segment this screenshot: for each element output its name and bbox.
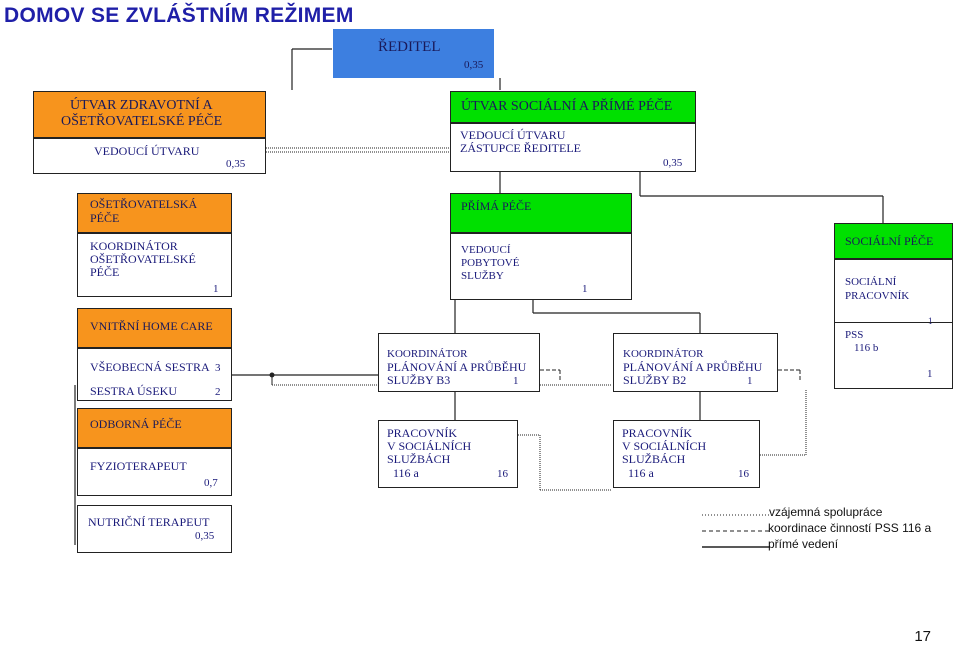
social-worker-1-box: PRACOVNÍK V SOCIÁLNÍCH SLUŽBÁCH 116 a 16 <box>378 420 518 488</box>
coordinator-b3-line2: PLÁNOVÁNÍ A PRŮBĚHU <box>387 360 527 374</box>
specialist-care-body: FYZIOTERAPEUT 0,7 <box>77 448 232 496</box>
legend-management: přímé vedení <box>768 537 839 551</box>
home-care-title: VNITŘNÍ HOME CARE <box>90 319 213 333</box>
direct-care-role-line2: POBYTOVÉ <box>461 257 520 269</box>
direct-care-role-line1: VEDOUCÍ <box>461 244 511 256</box>
legend-cooperation: vzájemná spolupráce <box>769 505 883 519</box>
social-care-role-line2: PRACOVNÍK <box>845 290 910 302</box>
social-worker-1-line3: SLUŽBÁCH <box>387 452 451 466</box>
specialist-care-title: ODBORNÁ PÉČE <box>90 417 182 431</box>
nursing-care-title-line1: OŠETŘOVATELSKÁ <box>90 197 198 211</box>
director-value: 0,35 <box>464 59 484 71</box>
coordinator-b3-line3: SLUŽBY B3 <box>387 373 451 387</box>
home-care-nurse: VŠEOBECNÁ SESTRA <box>90 360 210 374</box>
director-box: ŘEDITEL 0,35 <box>333 29 494 78</box>
director-label: ŘEDITEL <box>378 39 441 55</box>
coordinator-b2-value: 1 <box>747 375 753 387</box>
health-unit-value: 0,35 <box>226 158 246 170</box>
home-care-header: VNITŘNÍ HOME CARE <box>77 308 232 348</box>
social-unit-role1: VEDOUCÍ ÚTVARU <box>460 128 566 142</box>
specialist-care-header: ODBORNÁ PÉČE <box>77 408 232 448</box>
coordinator-b2-line1: KOORDINÁTOR <box>623 348 704 360</box>
nursing-care-role-line2: OŠETŘOVATELSKÉ <box>90 252 196 266</box>
coordinator-b2-line2: PLÁNOVÁNÍ A PRŮBĚHU <box>623 360 763 374</box>
direct-care-header: PŘÍMÁ PÉČE <box>450 193 632 233</box>
nursing-care-role-line1: KOORDINÁTOR <box>90 239 178 253</box>
coordinator-b2-line3: SLUŽBY B2 <box>623 373 687 387</box>
home-care-ward-value: 2 <box>215 386 221 398</box>
nursing-care-body: KOORDINÁTOR OŠETŘOVATELSKÉ PÉČE 1 <box>77 233 232 297</box>
social-worker-2-box: PRACOVNÍK V SOCIÁLNÍCH SLUŽBÁCH 116 a 16 <box>613 420 760 488</box>
page-number: 17 <box>914 628 931 645</box>
social-worker-2-line2: V SOCIÁLNÍCH <box>622 439 707 453</box>
social-care-value: 1 <box>928 316 933 326</box>
health-unit-header: ÚTVAR ZDRAVOTNÍ A OŠETŘOVATELSKÉ PÉČE <box>33 91 266 138</box>
social-unit-header: ÚTVAR SOCIÁLNÍ A PŘÍMÉ PÉČE <box>450 91 696 123</box>
nutrition-therapist-box: NUTRIČNÍ TERAPEUT 0,35 <box>77 505 232 553</box>
coordinator-b3-line1: KOORDINÁTOR <box>387 348 468 360</box>
direct-care-role-line3: SLUŽBY <box>461 270 504 282</box>
specialist-care-role: FYZIOTERAPEUT <box>90 459 187 473</box>
legend-coordination: koordinace činností PSS 116 a <box>768 521 932 535</box>
home-care-ward: SESTRA ÚSEKU <box>90 384 178 398</box>
social-worker-1-line1: PRACOVNÍK <box>387 426 458 440</box>
nursing-care-value: 1 <box>213 283 219 295</box>
social-care-header: SOCIÁLNÍ PÉČE <box>834 223 953 259</box>
direct-care-value: 1 <box>582 283 588 295</box>
page-title: DOMOV SE ZVLÁŠTNÍM REŽIMEM <box>4 4 354 27</box>
coordinator-b2-box: KOORDINÁTOR PLÁNOVÁNÍ A PRŮBĚHU SLUŽBY B… <box>613 333 778 392</box>
health-unit-body: VEDOUCÍ ÚTVARU 0,35 <box>33 138 266 174</box>
social-unit-body: VEDOUCÍ ÚTVARU ZÁSTUPCE ŘEDITELE 0,35 <box>450 123 696 172</box>
nutrition-therapist-value: 0,35 <box>195 530 215 542</box>
pss-code: 116 b <box>854 342 879 354</box>
direct-care-body: VEDOUCÍ POBYTOVÉ SLUŽBY 1 <box>450 233 632 300</box>
health-unit-title-line2: OŠETŘOVATELSKÉ PÉČE <box>61 114 223 129</box>
social-worker-2-code: 116 a <box>628 466 654 480</box>
social-worker-2-value: 16 <box>738 468 749 480</box>
health-unit-role: VEDOUCÍ ÚTVARU <box>94 144 200 158</box>
social-care-title: SOCIÁLNÍ PÉČE <box>845 234 934 248</box>
social-worker-1-code: 116 a <box>393 466 419 480</box>
nursing-care-title-line2: PÉČE <box>90 211 120 225</box>
social-worker-1-line2: V SOCIÁLNÍCH <box>387 439 472 453</box>
social-unit-title: ÚTVAR SOCIÁLNÍ A PŘÍMÉ PÉČE <box>461 99 673 114</box>
social-worker-1-value: 16 <box>497 468 508 480</box>
home-care-nurse-value: 3 <box>215 362 221 374</box>
nursing-care-header: OŠETŘOVATELSKÁ PÉČE <box>77 193 232 233</box>
direct-care-title: PŘÍMÁ PÉČE <box>461 199 532 213</box>
pss-value: 1 <box>927 368 933 380</box>
nursing-care-role-line3: PÉČE <box>90 265 120 279</box>
specialist-care-value: 0,7 <box>204 477 218 489</box>
health-unit-title-line1: ÚTVAR ZDRAVOTNÍ A <box>70 98 213 113</box>
social-care-divider <box>835 322 952 323</box>
social-care-role-line1: SOCIÁLNÍ <box>845 276 897 288</box>
coordinator-b3-value: 1 <box>513 375 519 387</box>
social-care-body: SOCIÁLNÍ PRACOVNÍK 1 PSS 116 b 1 <box>834 259 953 389</box>
social-unit-role2: ZÁSTUPCE ŘEDITELE <box>460 141 581 155</box>
social-unit-value: 0,35 <box>663 157 683 169</box>
home-care-body: VŠEOBECNÁ SESTRA 3 SESTRA ÚSEKU 2 <box>77 348 232 401</box>
nutrition-therapist-role: NUTRIČNÍ TERAPEUT <box>88 515 210 529</box>
social-worker-2-line1: PRACOVNÍK <box>622 426 693 440</box>
pss-label: PSS <box>845 329 864 341</box>
coordinator-b3-box: KOORDINÁTOR PLÁNOVÁNÍ A PRŮBĚHU SLUŽBY B… <box>378 333 540 392</box>
social-worker-2-line3: SLUŽBÁCH <box>622 452 686 466</box>
